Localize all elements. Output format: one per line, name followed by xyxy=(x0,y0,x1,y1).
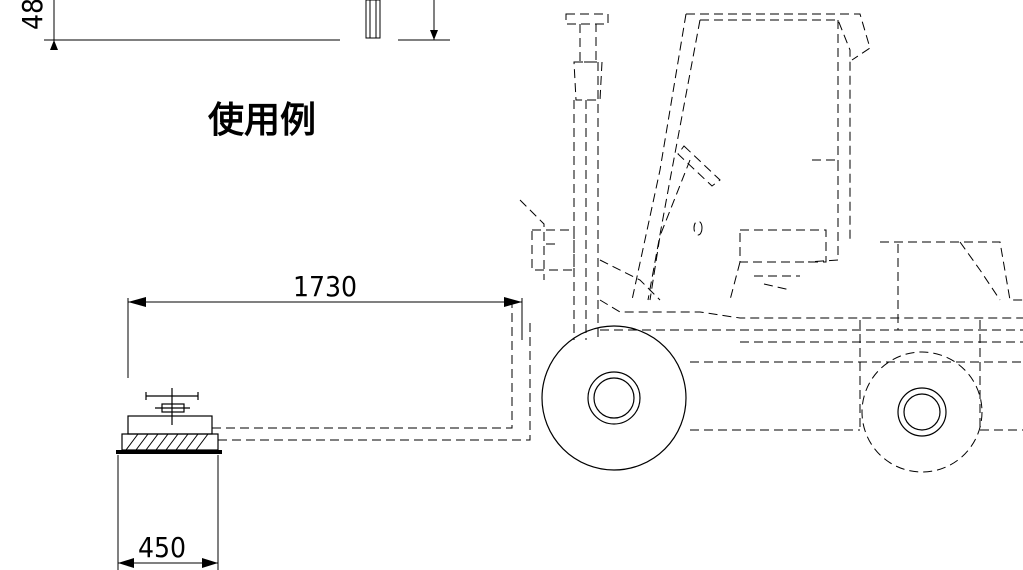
width-dimension-label: 450 xyxy=(138,531,186,564)
reach-dimension: 1730 xyxy=(127,270,523,378)
forklift-dashed xyxy=(519,13,1023,431)
clamp-attachment xyxy=(116,388,222,454)
hatch-pattern xyxy=(125,433,209,451)
fork-dashed xyxy=(212,300,531,441)
rear-wheel xyxy=(861,351,983,473)
front-wheel xyxy=(541,325,687,471)
top-dimension-label: 48 xyxy=(16,0,49,30)
page-title: 使用例 xyxy=(208,100,316,141)
width-dimension: 450 xyxy=(117,455,219,570)
reach-dimension-label: 1730 xyxy=(293,270,357,303)
top-dimension-fragment: 48 xyxy=(16,0,450,50)
